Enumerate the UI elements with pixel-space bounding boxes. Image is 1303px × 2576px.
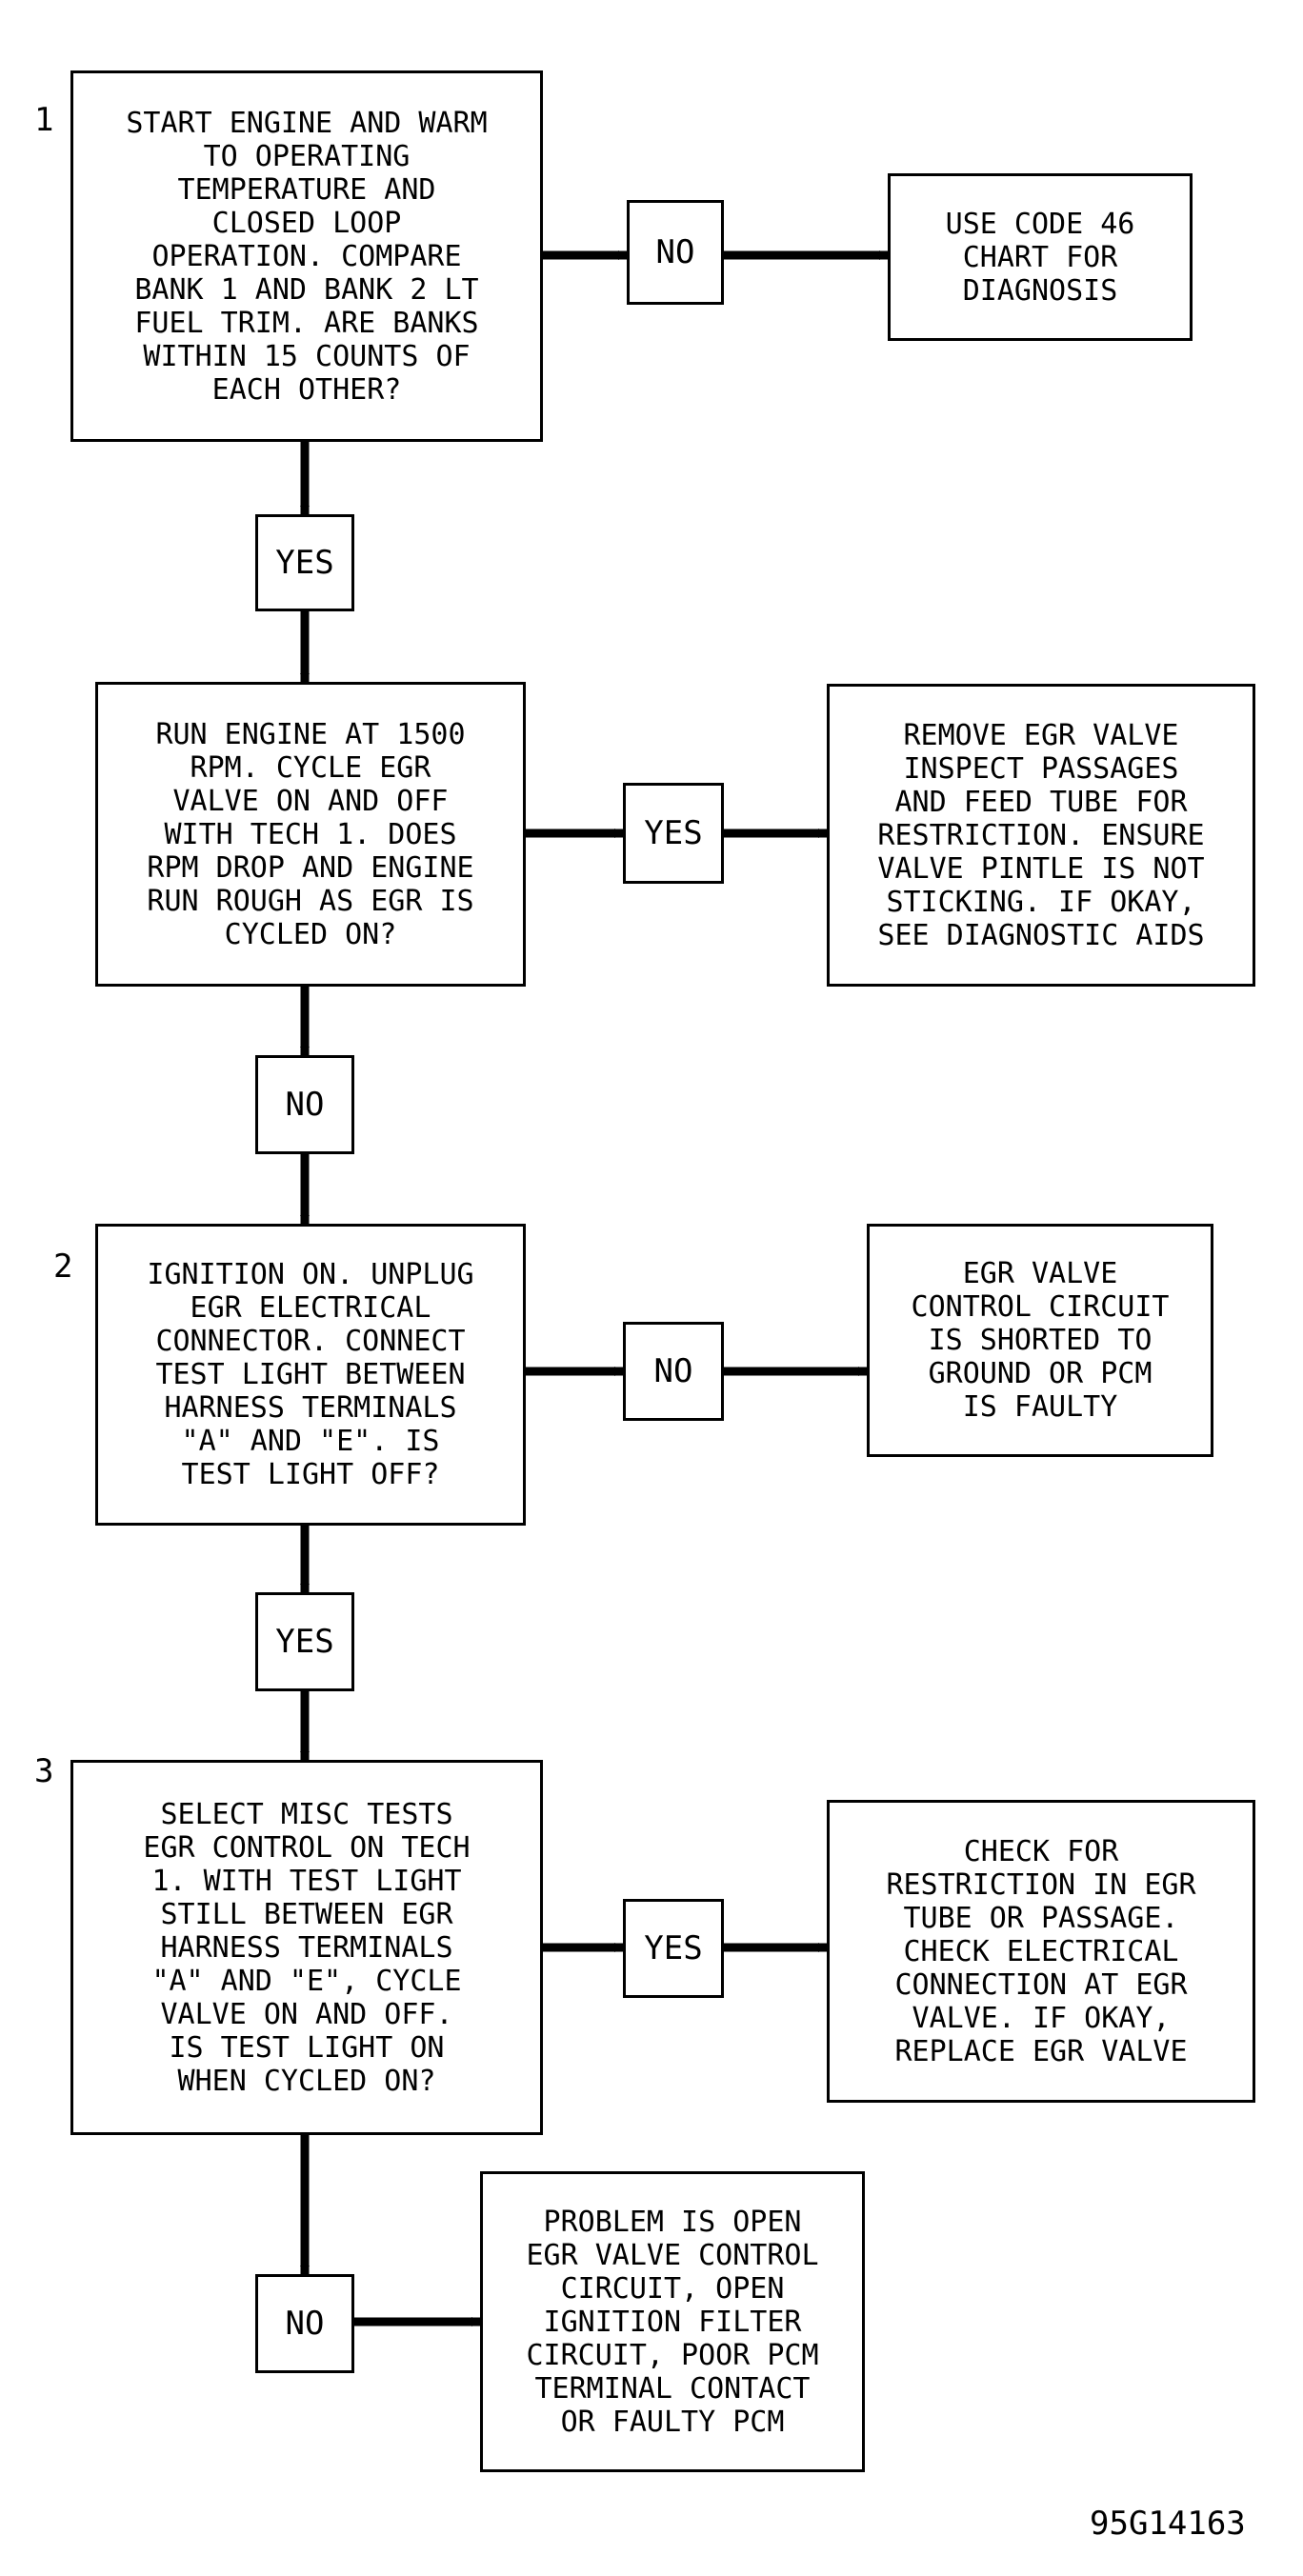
result-text-2: EGR VALVE CONTROL CIRCUIT IS SHORTED TO … (911, 1257, 1170, 1424)
label-yes-2: YES (255, 1592, 354, 1691)
decision-box-2: IGNITION ON. UNPLUG EGR ELECTRICAL CONNE… (95, 1224, 526, 1526)
label-no-2-text: NO (653, 1352, 693, 1390)
result-text-rpm: REMOVE EGR VALVE INSPECT PASSAGES AND FE… (877, 718, 1205, 952)
label-yes-1: YES (255, 514, 354, 611)
step-number-1: 1 (34, 101, 54, 139)
decision-box-3: SELECT MISC TESTS EGR CONTROL ON TECH 1.… (70, 1760, 543, 2135)
result-text-final: PROBLEM IS OPEN EGR VALVE CONTROL CIRCUI… (526, 2205, 819, 2439)
label-no-1-text: NO (655, 233, 695, 271)
label-yes-1-text: YES (275, 544, 334, 582)
decision-text-3: SELECT MISC TESTS EGR CONTROL ON TECH 1.… (143, 1797, 471, 2098)
decision-text-rpm: RUN ENGINE AT 1500 RPM. CYCLE EGR VALVE … (147, 717, 474, 951)
result-box-final: PROBLEM IS OPEN EGR VALVE CONTROL CIRCUI… (480, 2171, 865, 2472)
result-text-3: CHECK FOR RESTRICTION IN EGR TUBE OR PAS… (886, 1834, 1196, 2068)
result-box-3: CHECK FOR RESTRICTION IN EGR TUBE OR PAS… (827, 1800, 1255, 2103)
decision-text-1: START ENGINE AND WARM TO OPERATING TEMPE… (126, 106, 488, 407)
label-no-rpm-text: NO (285, 1086, 325, 1124)
label-yes-3: YES (623, 1899, 724, 1998)
label-yes-3-text: YES (644, 1929, 703, 1967)
figure-id: 95G14163 (1090, 2505, 1246, 2543)
result-box-1: USE CODE 46 CHART FOR DIAGNOSIS (888, 173, 1193, 341)
step-number-3: 3 (34, 1752, 54, 1790)
decision-text-2: IGNITION ON. UNPLUG EGR ELECTRICAL CONNE… (147, 1258, 474, 1491)
label-yes-rpm-text: YES (644, 814, 703, 852)
decision-box-rpm: RUN ENGINE AT 1500 RPM. CYCLE EGR VALVE … (95, 682, 526, 987)
label-no-3: NO (255, 2274, 354, 2373)
decision-box-1: START ENGINE AND WARM TO OPERATING TEMPE… (70, 70, 543, 442)
result-text-1: USE CODE 46 CHART FOR DIAGNOSIS (945, 207, 1135, 308)
label-no-3-text: NO (285, 2305, 325, 2343)
result-box-2: EGR VALVE CONTROL CIRCUIT IS SHORTED TO … (867, 1224, 1213, 1457)
label-no-rpm: NO (255, 1055, 354, 1154)
label-no-1: NO (627, 200, 724, 305)
step-number-2: 2 (53, 1248, 73, 1286)
label-yes-rpm: YES (623, 783, 724, 884)
label-yes-2-text: YES (275, 1623, 334, 1661)
label-no-2: NO (623, 1322, 724, 1421)
result-box-rpm: REMOVE EGR VALVE INSPECT PASSAGES AND FE… (827, 684, 1255, 987)
